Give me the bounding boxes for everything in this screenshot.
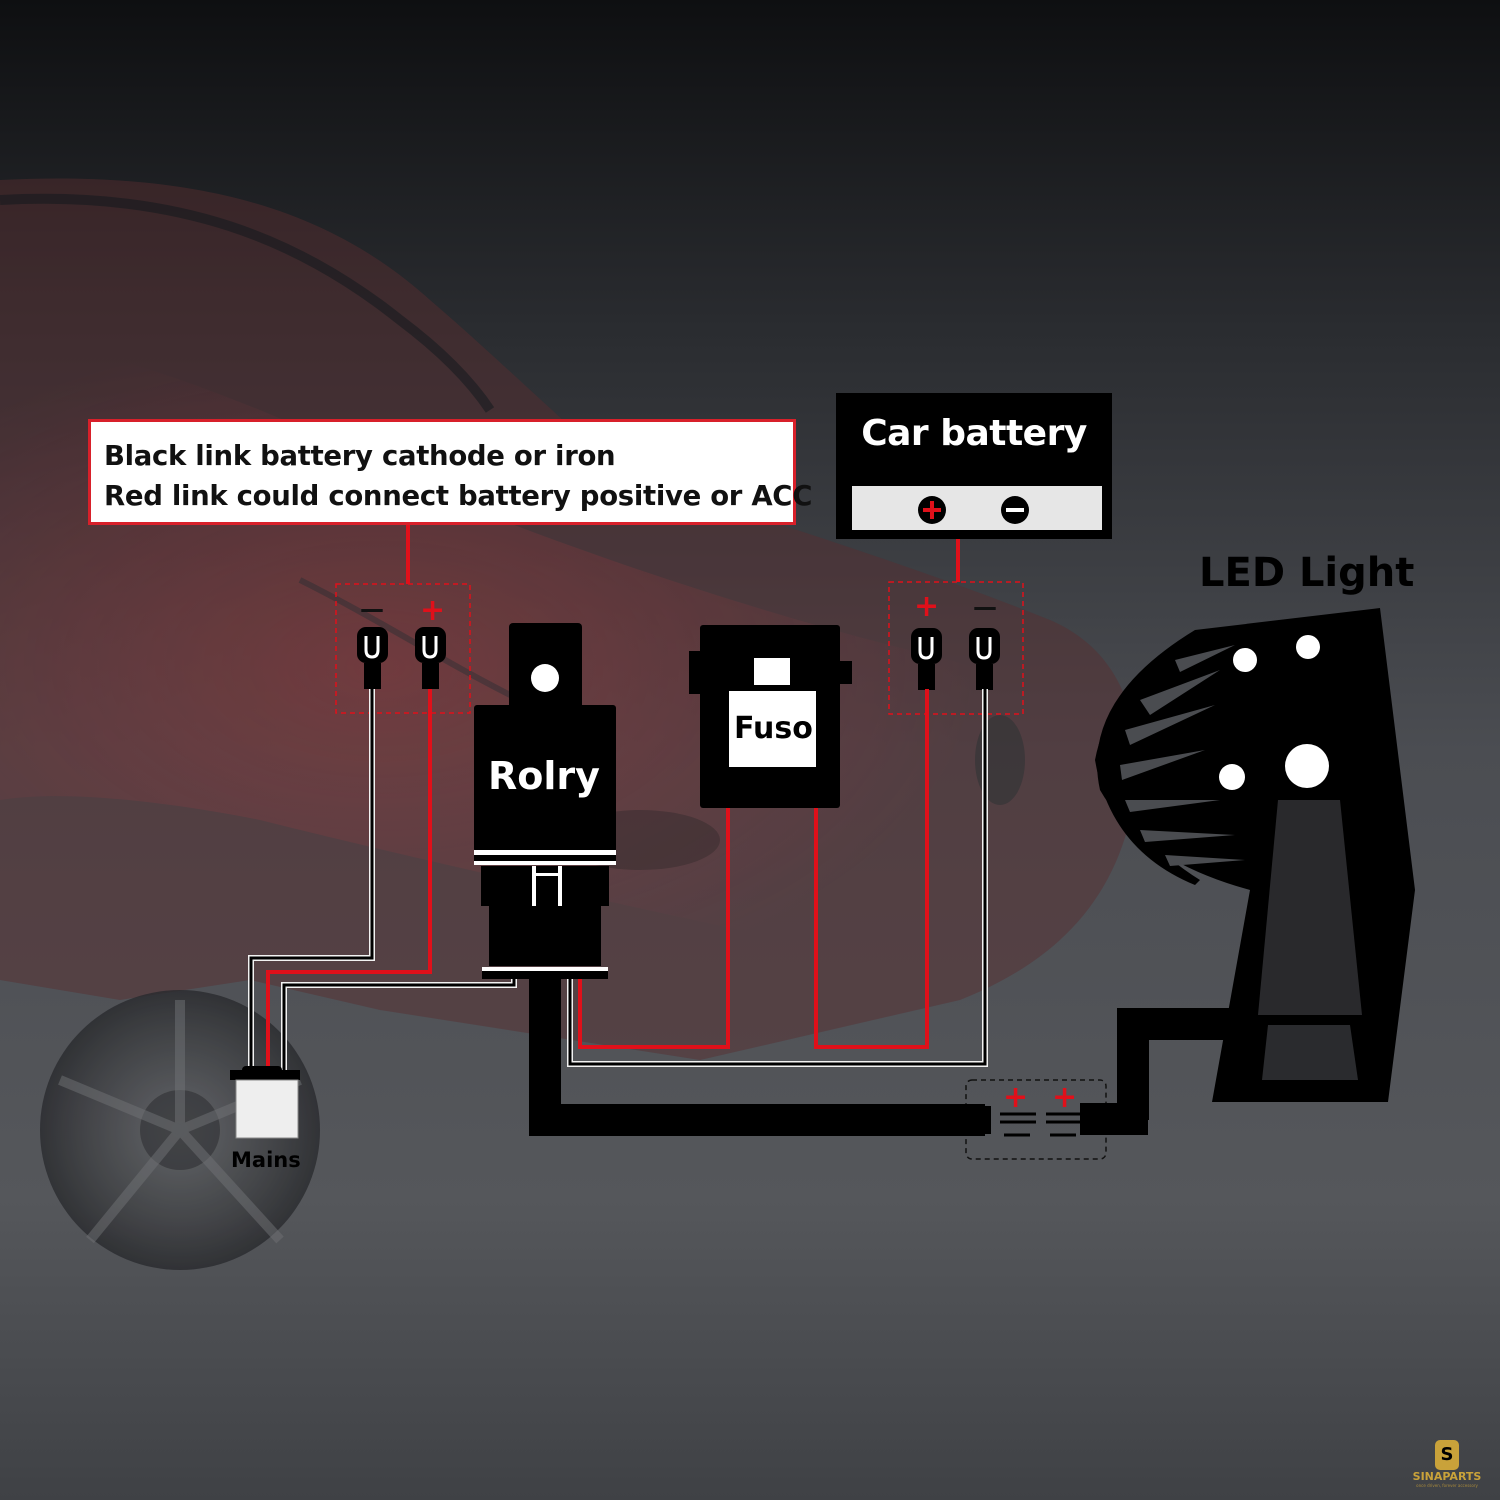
led-light-icon [1095,608,1415,1102]
ring-terminal-left-neg-icon [357,627,388,689]
wires [248,689,1230,1136]
connector-pos-sign-2: + [1052,1080,1078,1115]
led-cable [1117,1008,1230,1120]
right-neg-sign: — [973,593,997,621]
fuse-icon [689,625,852,808]
red-wire-mains [266,689,432,1070]
note-line-1: Black link battery cathode or iron [104,440,616,472]
output-connector-icon [975,1103,1148,1137]
thick-output-cable [529,978,985,1136]
connector-pos-sign-1: + [1003,1080,1029,1115]
fuse-label: Fuso [734,711,813,746]
ring-terminal-right-pos-icon [911,628,942,690]
relay-icon [474,623,616,979]
brand-logo: S SINAPARTS once driven, forever accesso… [1404,1440,1490,1496]
plus-circle-icon [918,496,946,524]
mains-label: Mains [231,1148,301,1172]
instruction-note: Black link battery cathode or iron Red l… [88,419,813,525]
red-wire-fuse-battery [814,689,929,1049]
brand-tagline: once driven, forever accessory [1416,1483,1478,1488]
left-pos-sign: + [420,593,446,628]
note-line-2: Red link could connect battery positive … [104,480,813,512]
brand-name: SINAPARTS [1412,1470,1482,1483]
minus-circle-icon [1001,496,1029,524]
left-neg-sign: — [360,595,384,623]
right-terminal-group [888,581,1024,715]
battery-terminal-strip [852,486,1102,530]
output-connector-group [965,1079,1107,1160]
right-pos-sign: + [914,589,940,624]
ring-terminal-right-neg-icon [969,628,1000,690]
relay-label: Rolry [488,754,600,798]
left-terminal-group [335,583,471,714]
ring-terminal-left-pos-icon [415,627,446,689]
battery-title: Car battery [861,413,1087,454]
led-light-label: LED Light [1199,550,1415,596]
car-battery: Car battery [836,393,1112,539]
mains-connector-icon [230,1066,300,1139]
red-wire-relay-fuse [578,808,730,1049]
brand-mark-icon: S [1435,1440,1459,1470]
